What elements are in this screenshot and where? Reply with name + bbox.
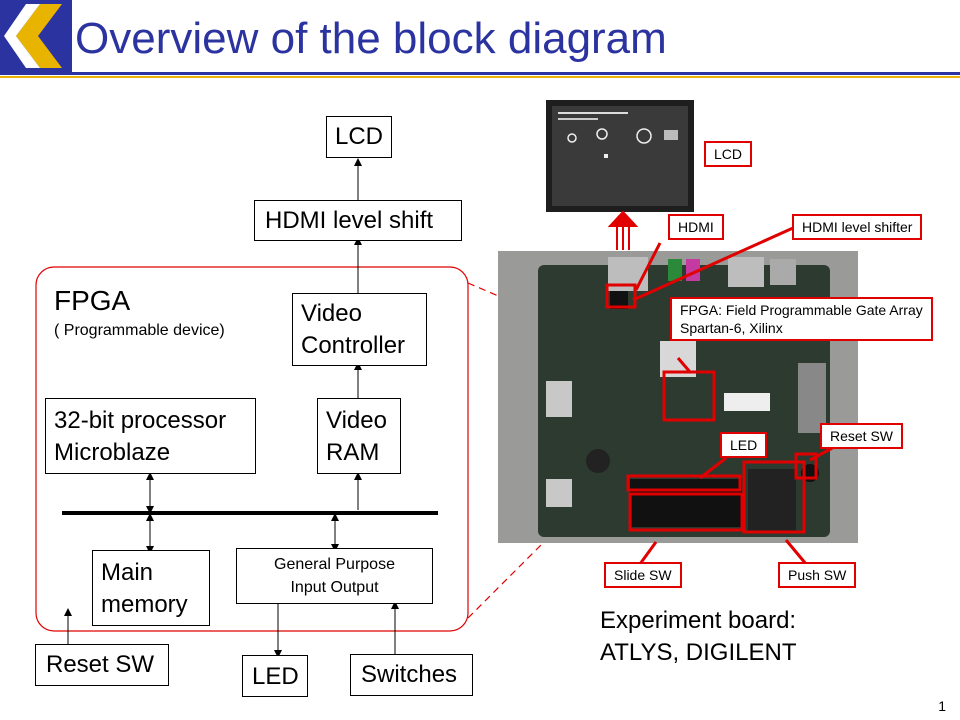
- logo-chevron-icon: [0, 0, 72, 72]
- page-number: 1: [938, 698, 946, 714]
- lcd-box: LCD: [326, 116, 392, 158]
- processor-line2: Microblaze: [54, 439, 171, 466]
- reset-sw-label: Reset SW: [46, 651, 155, 678]
- video-controller-box: Video Controller: [292, 293, 427, 366]
- fpga-subtitle: ( Programmable device): [54, 322, 225, 339]
- processor-box: 32-bit processor Microblaze: [45, 398, 256, 474]
- title-rule: [0, 72, 960, 75]
- lcd-screen-graphics: [558, 112, 678, 158]
- lcd-label: LCD: [335, 123, 384, 150]
- callout-hdmi-level-shifter: HDMI level shifter: [792, 214, 923, 240]
- hdmi-level-shift-box: HDMI level shift: [254, 200, 462, 241]
- video-ram-box: Video RAM: [317, 398, 401, 474]
- hdmi-highlight: [605, 283, 637, 309]
- led-label: LED: [252, 663, 299, 690]
- switches-box: Switches: [350, 654, 473, 696]
- video-controller-line2: Controller: [301, 332, 406, 359]
- callout-hdmi: HDMI: [668, 214, 724, 240]
- lcd-photo: [546, 100, 694, 212]
- callout-fpga: FPGA: Field Programmable Gate Array Spar…: [670, 297, 933, 341]
- switches-label: Switches: [361, 661, 458, 688]
- main-memory-box: Main memory: [92, 550, 210, 626]
- gpio-line2: Input Output: [290, 579, 379, 596]
- main-memory-line2: memory: [101, 591, 188, 618]
- slide-title: Overview of the block diagram: [75, 14, 667, 63]
- lcd-screen-highlight: [546, 100, 694, 212]
- main-memory-line1: Main: [101, 559, 154, 586]
- gpio-line1: General Purpose: [274, 556, 395, 573]
- board-caption-line2: ATLYS, DIGILENT: [600, 639, 797, 666]
- title-rule-accent: [0, 76, 960, 78]
- video-ram-line2: RAM: [326, 439, 380, 466]
- callout-reset-sw: Reset SW: [820, 423, 904, 449]
- lcd-screen: [552, 106, 688, 206]
- processor-line1: 32-bit processor: [54, 407, 227, 434]
- slide-sw-highlight: [628, 492, 744, 532]
- hdmi-level-shift-label: HDMI level shift: [265, 207, 434, 234]
- led-highlight: [626, 474, 742, 492]
- push-sw-highlight: [742, 460, 806, 534]
- reset-sw-highlight: [794, 452, 818, 480]
- callout-fpga-line2: Spartan-6, Xilinx: [680, 320, 783, 336]
- reset-sw-box: Reset SW: [35, 644, 169, 686]
- video-controller-line1: Video: [301, 300, 362, 327]
- video-ram-line1: Video: [326, 407, 387, 434]
- callout-push-sw: Push SW: [778, 562, 857, 588]
- fpga-highlight: [662, 370, 716, 422]
- gpio-box: General Purpose Input Output: [236, 548, 433, 604]
- callout-led: LED: [720, 432, 768, 458]
- callout-slide-sw: Slide SW: [604, 562, 682, 588]
- fpga-boundary: [35, 266, 469, 632]
- callout-fpga-line1: FPGA: Field Programmable Gate Array: [680, 302, 923, 318]
- board-caption-line1: Experiment board:: [600, 607, 797, 634]
- fpga-title: FPGA: [54, 285, 131, 316]
- led-box: LED: [242, 655, 308, 697]
- callout-lcd: LCD: [704, 141, 753, 167]
